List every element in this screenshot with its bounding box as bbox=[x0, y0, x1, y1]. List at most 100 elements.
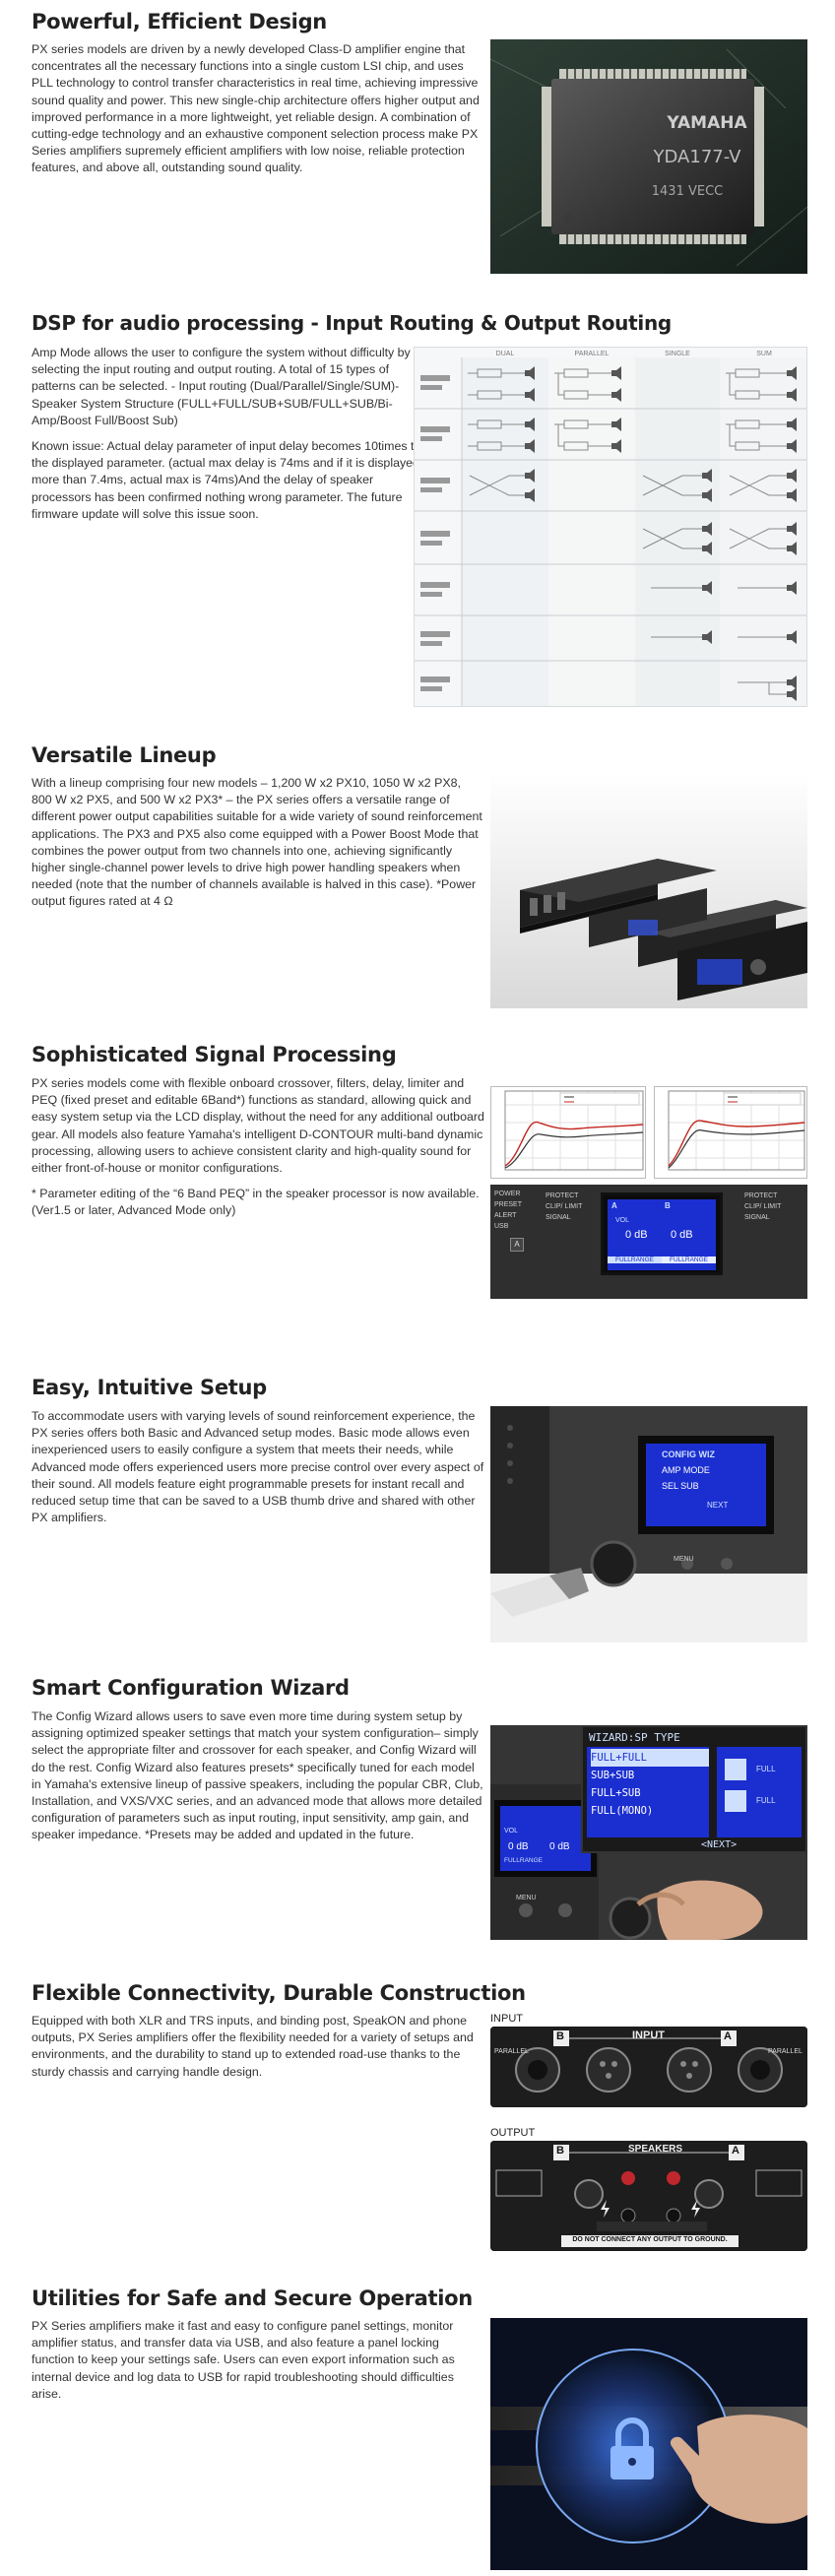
lcd-mode: FULLRANGE bbox=[504, 1857, 544, 1864]
section-paragraph: Known issue: Actual delay parameter of i… bbox=[32, 439, 435, 521]
protect-label-b: PROTECT bbox=[744, 1192, 778, 1199]
section-title: Utilities for Safe and Secure Operation bbox=[32, 2286, 473, 2310]
wizard-full-b: FULL bbox=[756, 1796, 776, 1805]
lcd-mode-b: FULLRANGE bbox=[662, 1256, 716, 1263]
input-channel-a: A bbox=[724, 2030, 732, 2042]
section-title: Flexible Connectivity, Durable Construct… bbox=[32, 1981, 526, 2005]
response-graph-left bbox=[490, 1086, 646, 1179]
input-panel-title: INPUT bbox=[632, 2029, 665, 2041]
menu-label: MENU bbox=[674, 1556, 694, 1563]
section-title: Versatile Lineup bbox=[32, 743, 217, 767]
panel-button-a[interactable]: A bbox=[510, 1238, 524, 1252]
lineup-image bbox=[490, 772, 807, 1008]
menu-label: MENU bbox=[516, 1895, 537, 1901]
section-paragraph: * Parameter editing of the “6 Band PEQ” … bbox=[32, 1187, 480, 1218]
section-title: Easy, Intuitive Setup bbox=[32, 1376, 267, 1399]
section-connectivity: Flexible Connectivity, Durable Construct… bbox=[0, 1940, 835, 2265]
wizard-next[interactable]: <NEXT> bbox=[701, 1839, 738, 1850]
chip-model-text: YDA177-V bbox=[653, 147, 742, 167]
output-warning: DO NOT CONNECT ANY OUTPUT TO GROUND. bbox=[572, 2236, 728, 2243]
wizard-full-a: FULL bbox=[756, 1765, 776, 1773]
routing-diagram: DUAL PARALLEL SINGLE SUM bbox=[414, 347, 807, 707]
column-sum: SUM bbox=[756, 351, 772, 357]
section-body: To accommodate users with varying levels… bbox=[32, 1408, 484, 1535]
lcd-vol-label: VOL bbox=[615, 1217, 630, 1224]
wizard-option[interactable]: FULL(MONO) bbox=[591, 1805, 654, 1817]
clip-limit-label-b: CLIP/ LIMIT bbox=[744, 1203, 782, 1210]
section-body: The Config Wizard allows users to save e… bbox=[32, 1708, 484, 1853]
clip-limit-label: CLIP/ LIMIT bbox=[546, 1203, 583, 1210]
section-body: PX Series amplifiers make it fast and ea… bbox=[32, 2318, 484, 2412]
section-title: DSP for audio processing - Input Routing… bbox=[32, 311, 672, 335]
section-paragraph: The Config Wizard allows users to save e… bbox=[32, 1709, 483, 1842]
input-channel-b: B bbox=[556, 2030, 564, 2042]
wizard-screen-next: NEXT bbox=[707, 1501, 729, 1510]
section-dsp-routing: DSP for audio processing - Input Routing… bbox=[0, 295, 835, 729]
section-body: Equipped with both XLR and TRS inputs, a… bbox=[32, 2013, 484, 2090]
section-utilities: Utilities for Safe and Secure Operation … bbox=[0, 2265, 835, 2576]
output-channel-b: B bbox=[556, 2145, 564, 2157]
lcd-db-a: 0 dB bbox=[508, 1841, 529, 1852]
section-title: Powerful, Efficient Design bbox=[32, 10, 327, 33]
wizard-screen-line1: AMP MODE bbox=[662, 1465, 710, 1475]
protect-label: PROTECT bbox=[546, 1192, 579, 1199]
power-label: POWER bbox=[494, 1191, 521, 1197]
preset-label: PRESET bbox=[494, 1201, 523, 1208]
column-dual: DUAL bbox=[496, 351, 515, 357]
wizard-option[interactable]: FULL+SUB bbox=[591, 1787, 641, 1799]
output-channel-a: A bbox=[732, 2145, 739, 2157]
input-label: INPUT bbox=[490, 2013, 523, 2025]
section-signal-processing: Sophisticated Signal Processing PX serie… bbox=[0, 1029, 835, 1349]
wizard-screen-line2: SEL SUB bbox=[662, 1481, 699, 1491]
output-panel: SPEAKERS B A DO NOT CONNECT ANY OUTPUT T… bbox=[490, 2141, 807, 2251]
wizard-option[interactable]: SUB+SUB bbox=[591, 1770, 635, 1781]
section-title: Smart Configuration Wizard bbox=[32, 1676, 350, 1700]
usb-label: USB bbox=[494, 1223, 509, 1230]
lcd-db-b: 0 dB bbox=[549, 1841, 570, 1852]
section-paragraph: Equipped with both XLR and TRS inputs, a… bbox=[32, 2014, 474, 2079]
section-paragraph: PX series models are driven by a newly d… bbox=[32, 42, 480, 175]
section-paragraph: To accommodate users with varying levels… bbox=[32, 1409, 484, 1525]
lcd-channel-b: B bbox=[665, 1201, 671, 1210]
output-label: OUTPUT bbox=[490, 2127, 536, 2139]
response-graph-right bbox=[654, 1086, 807, 1179]
chip-code-text: 1431 VECC bbox=[652, 184, 723, 199]
alert-label: ALERT bbox=[494, 1212, 517, 1219]
parallel-label-b: PARALLEL bbox=[494, 2048, 529, 2055]
wizard-option[interactable]: FULL+FULL bbox=[591, 1749, 709, 1767]
section-intuitive-setup: Easy, Intuitive Setup To accommodate use… bbox=[0, 1349, 835, 1644]
output-panel-title: SPEAKERS bbox=[628, 2144, 683, 2155]
section-body: With a lineup comprising four new models… bbox=[32, 775, 484, 920]
section-title: Sophisticated Signal Processing bbox=[32, 1043, 397, 1066]
lcd-channel-a: A bbox=[611, 1201, 617, 1210]
section-paragraph: With a lineup comprising four new models… bbox=[32, 776, 482, 909]
section-body: Amp Mode allows the user to configure th… bbox=[32, 345, 435, 532]
parallel-label-a: PARALLEL bbox=[768, 2048, 803, 2055]
usb-setup-image: CONFIG WIZ AMP MODE SEL SUB NEXT MENU bbox=[490, 1406, 807, 1642]
chip-image: YAMAHA YDA177-V 1431 VECC bbox=[490, 39, 807, 274]
config-wizard-image: WIZARD:SP TYPE FULL+FULL SUB+SUB FULL+SU… bbox=[490, 1725, 807, 1940]
signal-label-b: SIGNAL bbox=[744, 1214, 770, 1221]
section-paragraph: Amp Mode allows the user to configure th… bbox=[32, 346, 411, 427]
wizard-header: WIZARD:SP TYPE bbox=[589, 1731, 680, 1744]
wizard-screen-title: CONFIG WIZ bbox=[662, 1449, 715, 1459]
section-powerful-design: Powerful, Efficient Design PX series mod… bbox=[0, 0, 835, 295]
column-single: SINGLE bbox=[665, 351, 690, 357]
section-body: PX series models are driven by a newly d… bbox=[32, 41, 484, 186]
chip-brand-text: YAMAHA bbox=[666, 113, 747, 133]
section-body: PX series models come with flexible onbo… bbox=[32, 1075, 484, 1229]
column-parallel: PARALLEL bbox=[575, 351, 610, 357]
front-panel-display: POWER PRESET ALERT USB PROTECT CLIP/ LIM… bbox=[490, 1185, 807, 1299]
section-paragraph: PX Series amplifiers make it fast and ea… bbox=[32, 2319, 455, 2401]
section-config-wizard: Smart Configuration Wizard The Config Wi… bbox=[0, 1644, 835, 1940]
lcd-screen: A B VOL 0 dB 0 dB FULLRANGE FULLRANGE bbox=[601, 1192, 723, 1275]
section-versatile-lineup: Versatile Lineup With a lineup comprisin… bbox=[0, 729, 835, 1029]
input-panel: INPUT B A PARALLEL PARALLEL bbox=[490, 2027, 807, 2107]
lcd-db-a: 0 dB bbox=[625, 1229, 648, 1241]
lcd-db-b: 0 dB bbox=[671, 1229, 693, 1241]
section-paragraph: PX series models come with flexible onbo… bbox=[32, 1076, 484, 1176]
signal-label: SIGNAL bbox=[546, 1214, 571, 1221]
panel-lock-image bbox=[490, 2318, 807, 2570]
lcd-mode-a: FULLRANGE bbox=[608, 1256, 662, 1263]
lcd-vol-label: VOL bbox=[504, 1828, 519, 1835]
